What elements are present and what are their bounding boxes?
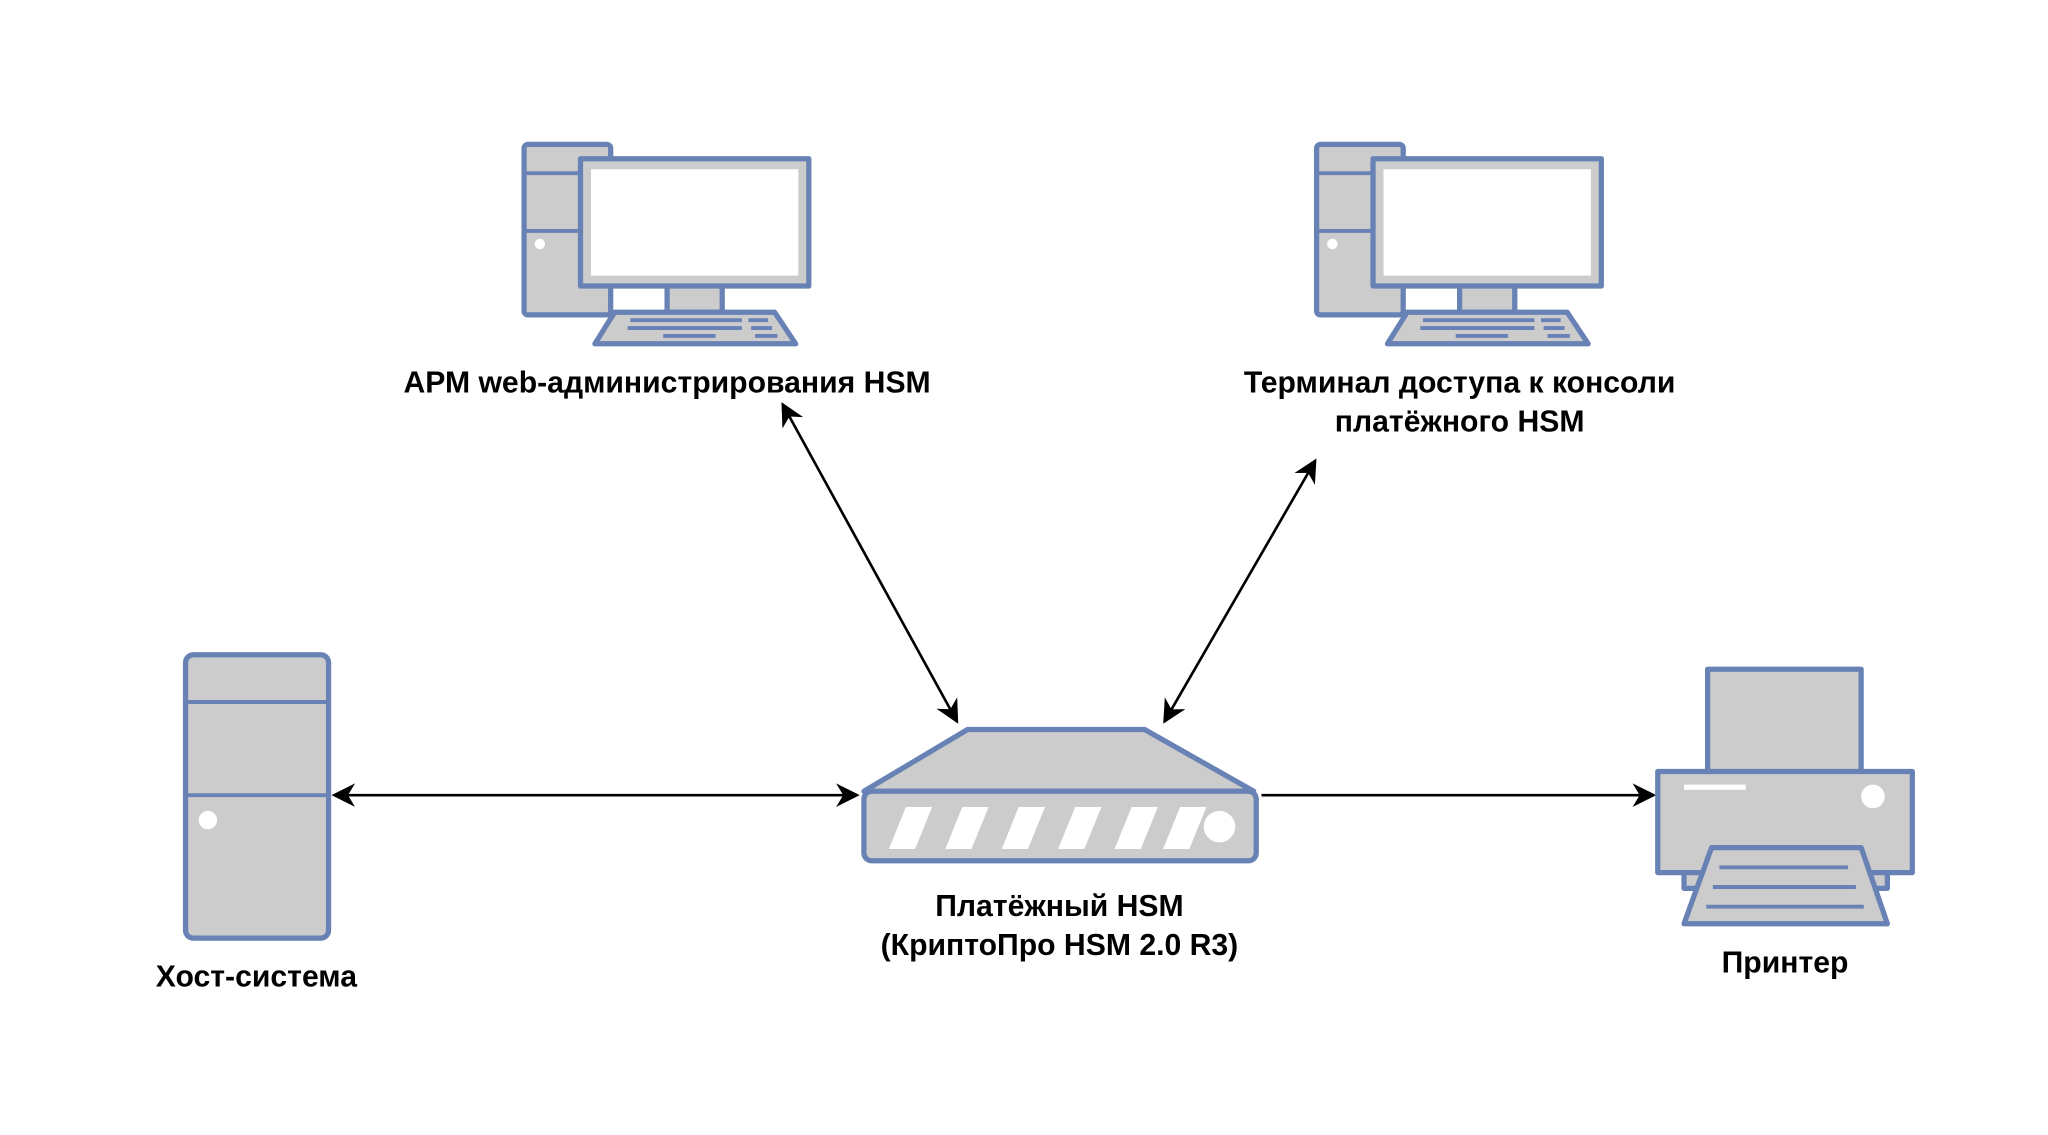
printer-icon (1655, 666, 1915, 927)
printer-label: Принтер (1722, 946, 1849, 979)
desktop-computer-icon (1313, 141, 1604, 347)
edge-terminal-hsm (1163, 458, 1317, 724)
arm-label: АРМ web-администрирования HSM (403, 366, 930, 399)
hsm-label-line2: (КриптоПро HSM 2.0 R3) (881, 929, 1239, 962)
desktop-computer-icon (521, 141, 812, 347)
host-label: Хост-система (156, 961, 357, 994)
terminal-label-line2: платёжного HSM (1335, 406, 1585, 439)
hsm-label-line1: Платёжный HSM (935, 890, 1183, 923)
terminal-label-line1: Терминал доступа к консоли (1244, 366, 1676, 399)
edge-arm-hsm (781, 402, 959, 724)
server-tower-icon (182, 652, 332, 941)
hsm-appliance-icon (861, 726, 1259, 864)
